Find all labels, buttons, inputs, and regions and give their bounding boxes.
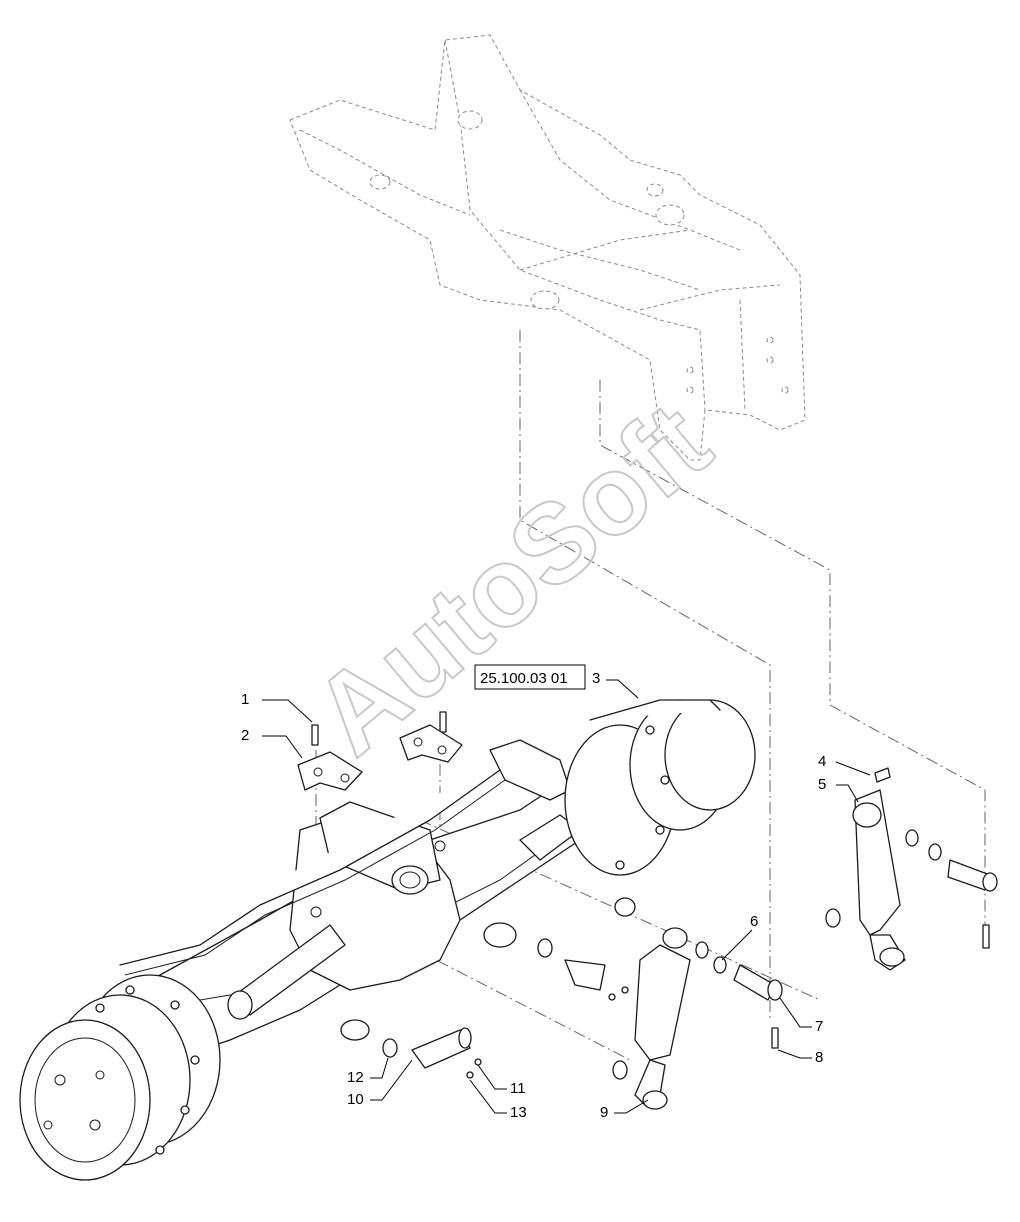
callout-7: 7	[815, 1018, 823, 1035]
right-wheel-hub	[564, 699, 756, 876]
callout-4: 4	[818, 753, 826, 770]
part-rings-small	[382, 897, 727, 1080]
reference-label[interactable]: 25.100.03 01	[480, 670, 568, 687]
part-cylinder-right	[825, 767, 998, 971]
callout-12: 12	[347, 1069, 364, 1086]
left-wheel-hub	[19, 974, 221, 1181]
front-axle-assembly	[109, 739, 621, 1061]
callout-3: 3	[592, 670, 600, 687]
callout-11: 11	[510, 1080, 526, 1097]
callout-6: 6	[750, 913, 758, 930]
reference-box[interactable]: 25.100.03 01	[474, 664, 586, 690]
callout-10: 10	[347, 1091, 364, 1108]
part-bolts-plates	[297, 711, 463, 791]
part-cylinder-left	[411, 927, 783, 1110]
callout-1: 1	[241, 691, 249, 708]
callout-9: 9	[600, 1104, 608, 1121]
callout-13: 13	[510, 1104, 527, 1121]
callouts: 1 2 3 4 5 6 7 8 9 10 11 12 13	[241, 670, 871, 1121]
callout-8: 8	[815, 1049, 823, 1066]
callout-5: 5	[818, 776, 826, 793]
tractor-frame-phantom	[289, 34, 806, 461]
callout-2: 2	[241, 727, 249, 744]
